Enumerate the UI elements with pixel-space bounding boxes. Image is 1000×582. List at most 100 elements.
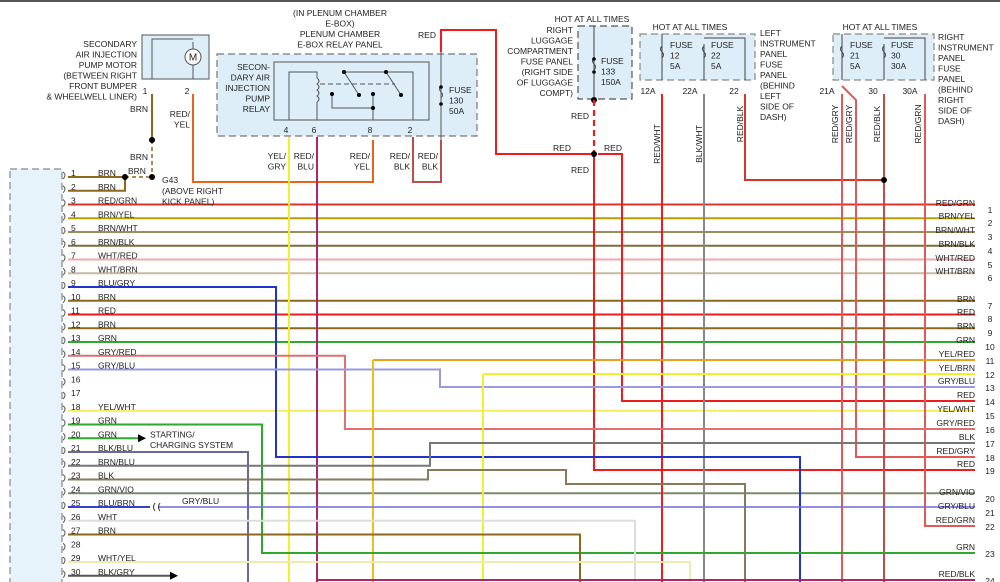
wire-label: RED/	[294, 151, 315, 161]
right-pin-number: 24	[985, 576, 995, 582]
right-pin-wire-label: RED	[957, 390, 975, 400]
left-pin-wire-label: RED/GRN	[98, 196, 137, 206]
left-pin-number: 5	[71, 223, 76, 233]
right-pin-wire-label: YEL/RED	[939, 349, 975, 359]
left-pin-wire-label: GRN	[98, 333, 117, 343]
right-pin-wire-label: GRY/BLU	[938, 376, 975, 386]
right-pin-number: 21	[985, 508, 995, 518]
right-pin-wire-label: GRN	[956, 335, 975, 345]
pin-12a: 12A	[640, 86, 655, 96]
pin-terminal	[63, 392, 65, 399]
wire-label: RED	[604, 143, 622, 153]
left-pin-wire-label: BRN/WHT	[98, 223, 138, 233]
right-pin-number: 16	[985, 425, 995, 435]
left-pin-wire-label: BLK/GRY	[98, 567, 135, 577]
motor-pin-1: 1	[143, 86, 148, 96]
destination-label: STARTING/	[150, 429, 195, 439]
wire-label: RED/	[390, 151, 411, 161]
left-pin-wire-label: GRN/VIO	[98, 484, 134, 494]
right-pin-wire-label: RED/GRN	[936, 198, 975, 208]
wire-label: RED	[571, 165, 589, 175]
left-pin-number: 10	[71, 292, 81, 302]
right-pin-wire-label: BRN/BLK	[939, 239, 976, 249]
wire-label: RED	[418, 30, 436, 40]
pin-terminal	[63, 557, 65, 564]
motor-symbol: M	[189, 53, 197, 64]
left-pin-wire-label: WHT/RED	[98, 251, 138, 261]
left-pin-wire-label: WHT/YEL	[98, 553, 136, 563]
left-pin-number: 26	[71, 512, 81, 522]
left-pin-wire-label: YEL/WHT	[98, 402, 136, 412]
luggage-hot-label: HOT AT ALL TIMES	[555, 14, 630, 24]
right-pin-wire-label: WHT/RED	[935, 253, 975, 263]
right-pin-number: 14	[985, 397, 995, 407]
left-pin-wire-label: BLU/GRY	[98, 278, 135, 288]
left-pin-number: 23	[71, 471, 81, 481]
pin-terminal	[63, 406, 65, 413]
right-pin-number: 18	[985, 453, 995, 463]
left-connector	[10, 169, 62, 582]
left-pin-number: 14	[71, 347, 81, 357]
left-pin-number: 19	[71, 416, 81, 426]
wire-label: BRN	[128, 166, 146, 176]
right-pin-number: 10	[985, 342, 995, 352]
pin-terminal	[63, 447, 65, 454]
pin-terminal	[63, 543, 65, 550]
right-pin-number: 11	[986, 356, 995, 366]
pin-terminal	[63, 420, 65, 427]
right-pin-wire-label: GRN	[956, 542, 975, 552]
left-pin-number: 28	[71, 539, 81, 549]
wire-label: BLK	[422, 162, 438, 172]
splice-dot	[591, 151, 597, 157]
pin-terminal	[63, 461, 65, 468]
pin-terminal	[63, 241, 65, 248]
pin-terminal	[63, 488, 65, 495]
left-pin-wire-label: GRN	[98, 429, 117, 439]
wire-label: RED/GRN	[913, 104, 923, 143]
right-pin-wire-label: BRN/WHT	[935, 225, 975, 235]
destination-label: CHARGING SYSTEM	[150, 440, 233, 450]
wire-red-pin19	[594, 154, 975, 470]
wire-label: BRN	[130, 152, 148, 162]
right-pin-number: 23	[985, 549, 995, 559]
left-pin-number: 3	[71, 196, 76, 206]
left-pin-number: 1	[71, 168, 76, 178]
pin-terminal	[63, 351, 65, 358]
wire-label: BLK/WHT	[694, 125, 704, 163]
left-pin-number: 17	[71, 388, 81, 398]
right-pin-number: 5	[988, 260, 993, 270]
left-pin-number: 9	[71, 278, 76, 288]
left-pin-wire-label: WHT	[98, 512, 117, 522]
wire-label: YEL	[354, 162, 370, 172]
pin-22: 22	[729, 86, 739, 96]
right-pin-number: 12	[985, 370, 995, 380]
pin-terminal	[63, 255, 65, 262]
pin-terminal	[63, 365, 65, 372]
left-pin-number: 8	[71, 264, 76, 274]
wire-label: RED	[553, 143, 571, 153]
right-pin-wire-label: GRY/BLU	[938, 501, 975, 511]
ground-location: (ABOVE RIGHT	[162, 186, 223, 196]
motor-pin-2: 2	[185, 86, 190, 96]
splice-dot	[881, 177, 887, 183]
relay-pin-8: 8	[368, 125, 373, 135]
right-pin-number: 19	[985, 466, 995, 476]
left-pin-number: 13	[71, 333, 81, 343]
right-pin-wire-label: GRY/RED	[936, 418, 975, 428]
wire-label: RED/GRY	[830, 104, 840, 143]
right-pin-wire-label: RED	[957, 307, 975, 317]
pin-30a: 30A	[902, 86, 917, 96]
relay-pin-6: 6	[312, 125, 317, 135]
left-pin-number: 11	[71, 306, 80, 316]
right-pin-wire-label: BRN/YEL	[939, 211, 976, 221]
left-pin-number: 6	[71, 237, 76, 247]
right-pin-wire-label: GRN/VIO	[939, 487, 975, 497]
left-pin-number: 29	[71, 553, 81, 563]
